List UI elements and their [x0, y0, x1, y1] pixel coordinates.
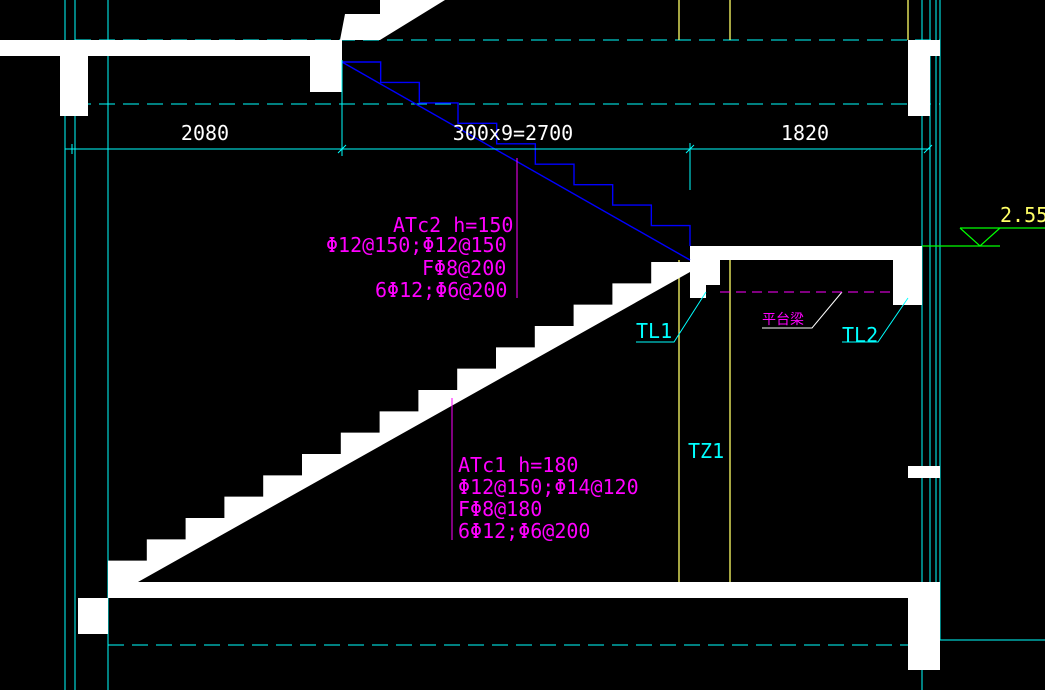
right-wall-lower — [908, 598, 940, 670]
upper-stair-steps — [341, 61, 691, 261]
platform-beam-label: 平台梁 — [762, 312, 804, 328]
left-wall-lower — [78, 598, 108, 634]
lower-flight-rebar-main: Φ12@150;Φ14@120 — [458, 475, 639, 499]
column-label-tz1: TZ1 — [688, 439, 724, 463]
lower-stair-flight — [108, 262, 698, 582]
beam-leaders — [636, 291, 909, 343]
landing-slab — [690, 246, 922, 305]
lower-flight-name: ATc1 h=180 — [458, 453, 578, 477]
right-wall-mid — [908, 466, 940, 478]
upper-stair-tail — [340, 0, 445, 40]
right-wall-upper — [908, 56, 930, 116]
upper-stair-beam — [310, 40, 342, 92]
upper-flight-rebar-main: Φ12@150;Φ12@150 — [326, 233, 507, 257]
left-wall-upper — [60, 56, 88, 116]
dimension-left: 2080 — [181, 121, 229, 145]
upper-floor-slab — [0, 40, 340, 56]
beam-label-tl1: TL1 — [636, 319, 672, 343]
beam-label-tl2: TL2 — [842, 323, 878, 347]
dimension-line — [65, 60, 933, 190]
dimension-middle: 300x9=2700 — [453, 121, 573, 145]
upper-flight-rebar-edge: 6Φ12;Φ6@200 — [375, 278, 507, 302]
upper-flight-name: ATc2 h=150 — [393, 213, 513, 237]
level-mark-value: 2.550 — [1000, 203, 1045, 227]
level-mark — [922, 227, 1045, 247]
platform-beam-leader — [762, 291, 843, 329]
column-lines — [678, 0, 909, 582]
lower-floor-slab — [108, 582, 940, 598]
lower-flight-rebar-dist: FΦ8@180 — [458, 497, 542, 521]
upper-floor-slab-right — [908, 40, 940, 56]
lower-flight-rebar-edge: 6Φ12;Φ6@200 — [458, 519, 590, 543]
dimension-right: 1820 — [781, 121, 829, 145]
upper-flight-rebar-dist: FΦ8@200 — [422, 256, 506, 280]
